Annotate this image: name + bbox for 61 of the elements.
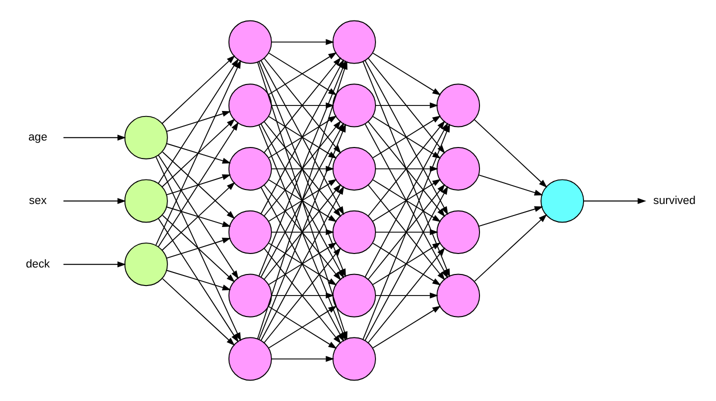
arrow xyxy=(166,174,231,196)
node-circle xyxy=(332,274,376,318)
arrow xyxy=(158,58,239,184)
arrow xyxy=(162,278,235,346)
node-circle xyxy=(228,337,272,381)
arrow xyxy=(155,60,242,246)
arrow xyxy=(158,122,239,248)
arrow xyxy=(166,110,231,132)
arrow xyxy=(162,118,236,188)
node-circle xyxy=(540,179,584,223)
node-circle xyxy=(332,337,376,381)
arrow xyxy=(166,143,231,164)
node-text: survived xyxy=(653,194,696,207)
arrow xyxy=(158,218,239,343)
node-circle xyxy=(228,274,272,318)
node-circle xyxy=(436,274,480,318)
arrow xyxy=(155,156,242,342)
arrow xyxy=(372,306,441,348)
arrow xyxy=(583,198,646,204)
node-circle xyxy=(228,20,272,64)
arrow xyxy=(162,214,235,282)
node-text: sex xyxy=(28,194,47,207)
arrow xyxy=(62,198,126,204)
arrow xyxy=(478,206,544,227)
node-circle xyxy=(436,84,480,128)
node-circle xyxy=(124,179,168,223)
node-circle xyxy=(228,210,272,254)
arrow xyxy=(372,52,441,96)
arrow xyxy=(368,247,446,344)
node-circle xyxy=(332,84,376,128)
node-circle xyxy=(436,147,480,191)
arrow xyxy=(364,186,448,341)
arrow xyxy=(375,102,438,108)
arrow xyxy=(271,292,334,299)
arrow xyxy=(271,229,334,236)
arrow xyxy=(62,134,126,141)
node-circle xyxy=(228,147,272,191)
arrow xyxy=(162,55,236,124)
node-circle xyxy=(436,210,480,254)
arrow xyxy=(162,152,235,219)
arrow xyxy=(271,39,334,46)
arrow xyxy=(474,214,548,282)
arrow xyxy=(478,174,543,196)
arrow xyxy=(166,270,231,290)
node-circle xyxy=(124,242,168,286)
node-text: deck xyxy=(26,258,50,270)
arrow xyxy=(62,261,126,268)
arrow xyxy=(162,182,236,251)
arrow xyxy=(474,119,548,188)
arrow xyxy=(166,206,231,227)
node-circle xyxy=(332,20,376,64)
arrow xyxy=(166,238,231,259)
arrow xyxy=(375,292,438,299)
node-circle xyxy=(228,84,272,128)
node-text: age xyxy=(28,132,48,144)
node-circle xyxy=(332,210,376,254)
node-circle xyxy=(332,147,376,191)
arrow xyxy=(158,154,239,280)
arrow xyxy=(271,356,334,362)
node-circle xyxy=(124,116,168,160)
arrow xyxy=(375,229,438,236)
